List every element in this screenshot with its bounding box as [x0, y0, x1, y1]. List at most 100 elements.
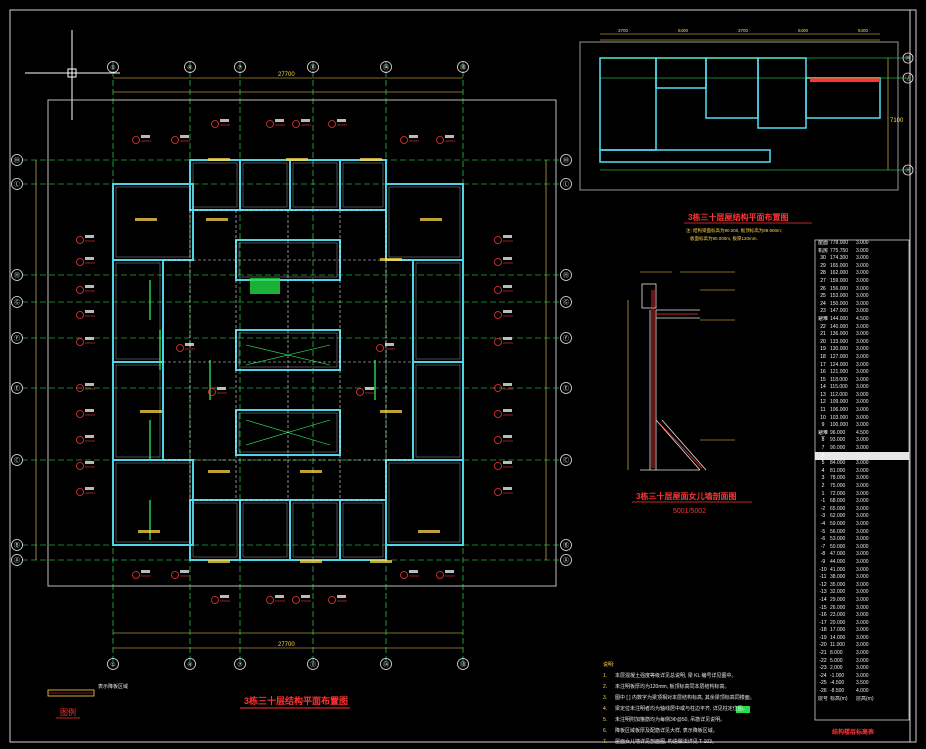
level-floor-cell: 5 — [821, 460, 825, 467]
axis-bubble — [11, 269, 23, 281]
level-floor-cell: 1 — [821, 490, 825, 497]
level-height-cell: 3.000 — [856, 490, 869, 497]
level-elevation-cell: 11.000 — [830, 642, 845, 649]
level-height-cell: 3.000 — [856, 247, 869, 254]
tag-bubble — [266, 120, 274, 128]
level-floor-cell: 8 — [821, 437, 825, 444]
beam-label-mark — [420, 218, 442, 221]
axis-bubble — [560, 454, 572, 466]
level-floor-cell: -4 — [820, 520, 826, 527]
level-height-cell: 3.000 — [856, 270, 869, 277]
level-height-cell: 3.000 — [856, 475, 869, 482]
tag-text-mark — [503, 257, 512, 260]
tag-bubble — [356, 388, 364, 396]
note-line: 7.屋面女儿墙详见剖面图, 构造做法详见 T-103。 — [603, 737, 813, 748]
roof-wall — [705, 57, 759, 119]
level-height-cell: 3.000 — [856, 300, 869, 307]
tag-text-mark — [217, 387, 226, 390]
level-elevation-cell: 72.000 — [830, 490, 846, 497]
tag-bubble — [328, 596, 336, 604]
axis-bubble — [11, 332, 23, 344]
level-height-cell: 3.000 — [856, 460, 869, 467]
roof-wall — [655, 57, 707, 89]
tag-bubble — [400, 136, 408, 144]
axis-bubble-label: ④ — [187, 662, 192, 669]
level-floor-cell: 17 — [820, 361, 826, 368]
axis-bubble-label: Ⓔ — [563, 385, 569, 393]
beam-label-mark — [370, 560, 392, 563]
level-elevation-cell: 53.000 — [830, 536, 846, 543]
legend-group: 图例 表示降板区域 — [47, 683, 128, 719]
level-floor-cell: 22 — [820, 323, 826, 330]
tag-text-mark — [180, 570, 189, 573]
beam-label-mark — [286, 158, 308, 161]
axis-bubble-label: ⑱ — [460, 661, 466, 669]
level-elevation-cell: 127.000 — [830, 353, 849, 360]
note-number: 4. — [603, 706, 608, 712]
level-floor-cell: 6 — [821, 452, 825, 459]
tag-bubble — [76, 488, 84, 496]
axis-bubble-label: Ⓕ — [563, 335, 569, 343]
level-height-cell: 3.000 — [856, 293, 869, 300]
tag-bubble — [494, 311, 502, 319]
tag-text-mark — [503, 409, 512, 412]
note-number: 说明: — [603, 662, 615, 668]
level-floor-cell: -5 — [820, 528, 826, 535]
axis-bubble — [11, 382, 23, 394]
tag-bubble — [211, 596, 219, 604]
axis-bubble — [560, 154, 572, 166]
level-elevation-cell: 150.000 — [830, 300, 849, 307]
tag-bubble — [208, 388, 216, 396]
level-elevation-cell: 68.000 — [830, 498, 846, 505]
level-elevation-cell: 56.000 — [830, 528, 846, 535]
roof-wall — [805, 77, 881, 119]
level-height-cell: 3.000 — [856, 308, 869, 315]
level-height-cell: 4.500 — [856, 315, 869, 322]
tag-text-mark — [503, 235, 512, 238]
note-line: 1.本层混凝土强度等级详见总说明, 梁 KL 编号详见图中。 — [603, 671, 813, 682]
level-elevation-cell: 47.000 — [830, 551, 846, 558]
axis-bubble — [560, 382, 572, 394]
shear-wall — [239, 499, 291, 561]
tag-bubble — [494, 410, 502, 418]
roof-dim-label: 5400 — [678, 28, 689, 33]
axis-bubble-label: ⑱ — [460, 64, 466, 72]
level-floor-cell: -21 — [819, 650, 827, 657]
level-height-cell: 3.000 — [856, 369, 869, 376]
tag-text-mark — [85, 383, 94, 386]
overall-dimension-bottom: 27700 — [278, 642, 295, 648]
level-floor-cell: 层号 — [817, 695, 828, 702]
note-number: 3. — [603, 695, 608, 701]
level-height-cell: 3.000 — [856, 391, 869, 398]
tag-bubble — [494, 488, 502, 496]
level-elevation-cell: 144.000 — [830, 315, 849, 322]
axis-bubble-label: Ⓖ — [563, 299, 569, 307]
level-height-cell: 3.000 — [856, 361, 869, 368]
level-elevation-cell: -4.500 — [830, 680, 845, 687]
shear-wall — [412, 361, 464, 461]
tag-bubble — [376, 344, 384, 352]
level-height-cell: 3.000 — [856, 596, 869, 603]
parapet-section: 3栋三十层屋面女儿墙剖面图 5001/5002 — [627, 271, 752, 515]
level-height-cell: 3.000 — [856, 581, 869, 588]
tag-text-mark — [301, 595, 310, 598]
tag-bubble — [494, 436, 502, 444]
notes-green-swatch — [736, 706, 750, 713]
level-height-cell: 3.000 — [856, 331, 869, 338]
level-floor-cell: 10 — [820, 414, 826, 421]
level-elevation-cell: 112.000 — [830, 391, 848, 398]
